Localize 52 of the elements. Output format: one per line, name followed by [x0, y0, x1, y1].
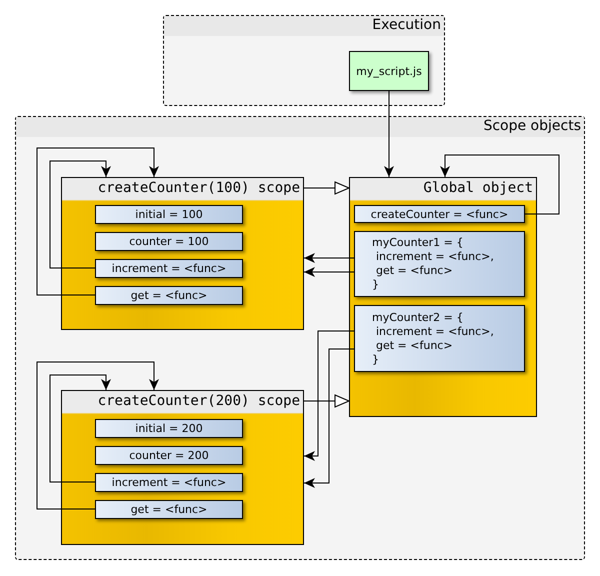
arrow	[36, 148, 159, 296]
variable-label: initial = 100	[135, 208, 203, 221]
variable-label: get = <func>	[130, 503, 208, 516]
code-line: }	[372, 278, 379, 292]
variable-box	[354, 205, 525, 223]
panel-title: createCounter(100) scope	[98, 180, 300, 196]
variable-label: counter = 200	[129, 449, 209, 462]
variable-label: createCounter = <func>	[370, 208, 508, 220]
arrow	[36, 362, 159, 510]
global-object-box	[349, 177, 537, 417]
arrow	[384, 90, 394, 178]
execution-panel	[163, 15, 445, 106]
arrow	[440, 154, 560, 214]
variable-box	[95, 500, 243, 519]
code-line: increment = <func>,	[375, 324, 494, 338]
code-line: myCounter2 = {	[372, 310, 464, 324]
variable-label: increment = <func>	[112, 262, 226, 275]
inheritance-arrow	[304, 394, 350, 408]
variable-label: get = <func>	[130, 289, 208, 302]
variable-box	[95, 232, 243, 251]
variable-box	[95, 205, 243, 224]
scope-object-box	[61, 177, 304, 330]
panel-title: Execution	[372, 17, 441, 33]
code-line: }	[372, 352, 379, 366]
code-line: myCounter1 = {	[372, 236, 464, 250]
variable-box	[95, 419, 243, 438]
inheritance-arrow	[304, 182, 350, 194]
scope-object-box	[61, 390, 304, 545]
arrow	[304, 267, 354, 277]
panel-title: createCounter(200) scope	[98, 393, 300, 409]
scope-objects-panel	[15, 116, 585, 560]
variable-label: counter = 100	[129, 235, 209, 248]
variable-box	[95, 259, 243, 278]
variable-box	[95, 446, 243, 465]
variable-box	[95, 473, 243, 492]
code-line: get = <func>	[375, 338, 453, 352]
panel-title: Global object	[423, 180, 533, 196]
arrow	[304, 253, 354, 263]
panel-title: Scope objects	[483, 118, 581, 134]
arrow	[304, 348, 354, 488]
code-line: increment = <func>,	[375, 250, 494, 264]
variable-box	[354, 305, 525, 372]
variable-box	[354, 231, 525, 297]
arrow	[304, 330, 354, 461]
variable-label: initial = 200	[135, 422, 203, 435]
code-line: get = <func>	[375, 264, 453, 278]
file-name: my_script.js	[356, 64, 422, 78]
arrow	[50, 374, 111, 482]
script-file-box	[349, 51, 429, 91]
variable-box	[95, 286, 243, 305]
variable-label: increment = <func>	[112, 476, 226, 489]
arrow	[50, 160, 111, 268]
